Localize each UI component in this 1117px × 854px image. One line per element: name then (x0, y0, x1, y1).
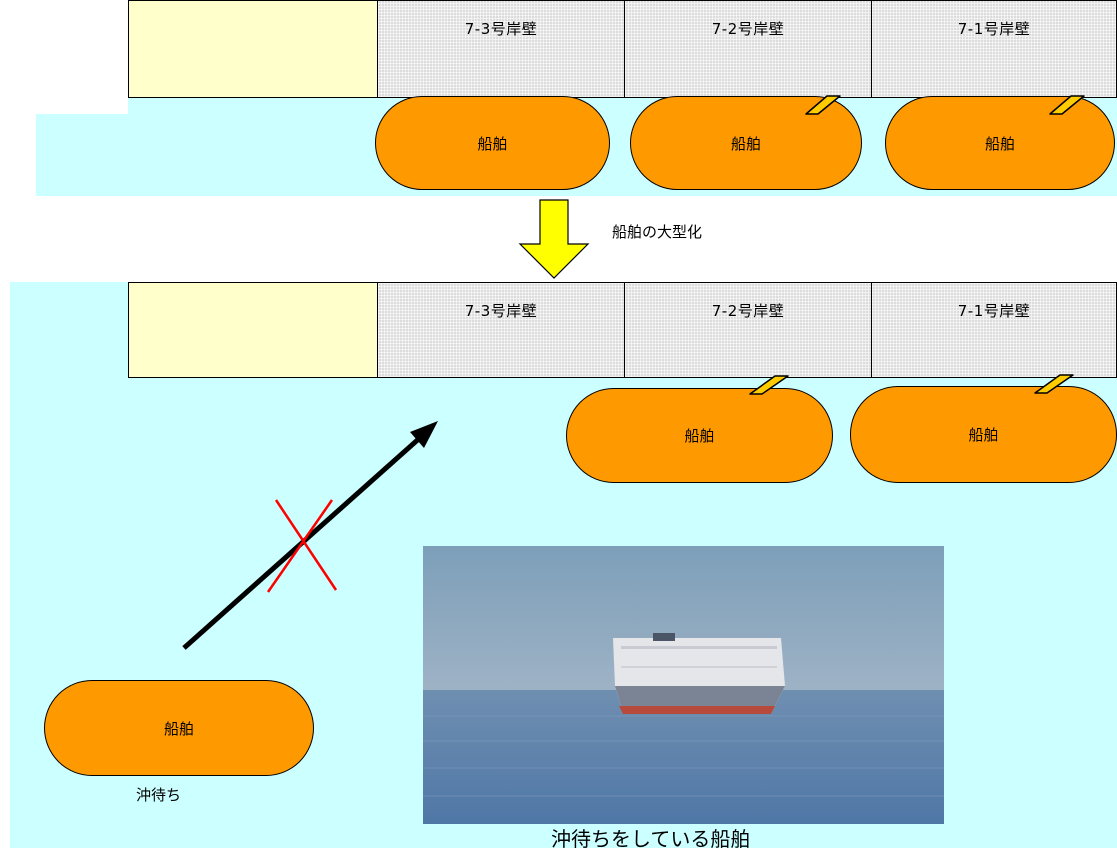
fender-top-3 (1049, 95, 1085, 115)
berth-label: 7-2号岸壁 (711, 20, 785, 38)
waiting-ship: 船舶 (44, 680, 314, 776)
ship-label: 船舶 (684, 427, 715, 445)
ship-label: 船舶 (730, 134, 761, 153)
ship-bottom-2: 船舶 (850, 386, 1117, 483)
berth-7-2-bottom: 7-2号岸壁 (624, 282, 872, 378)
ship-top-3: 船舶 (885, 96, 1115, 190)
ship-label: 船舶 (477, 134, 508, 153)
berth-7-3-top: 7-3号岸壁 (377, 0, 625, 98)
fender-bottom-1 (749, 375, 789, 395)
transition-label: 船舶の大型化 (612, 223, 703, 241)
berth-label: 7-2号岸壁 (711, 302, 785, 320)
ship-label: 船舶 (984, 134, 1015, 153)
approach-arrow-head-icon (410, 421, 438, 448)
yard-bottom (128, 282, 378, 378)
fender-top-2 (805, 95, 841, 115)
berth-label: 7-3号岸壁 (464, 20, 538, 38)
ship-top-1: 船舶 (375, 96, 610, 190)
berth-7-3-bottom: 7-3号岸壁 (377, 282, 625, 378)
waiting-ship-photo (423, 546, 944, 824)
berth-7-1-bottom: 7-1号岸壁 (871, 282, 1117, 378)
berth-label: 7-1号岸壁 (957, 302, 1031, 320)
photo-image (423, 546, 944, 824)
berth-label: 7-1号岸壁 (957, 20, 1031, 38)
land-notch (36, 0, 128, 114)
ship-bottom-1: 船舶 (566, 388, 833, 483)
berth-7-2-top: 7-2号岸壁 (624, 0, 872, 98)
ship-label: 船舶 (163, 719, 194, 738)
blocked-mark-icon (266, 499, 338, 593)
fender-bottom-2 (1034, 374, 1074, 394)
down-arrow-icon (518, 199, 590, 279)
berth-label: 7-3号岸壁 (464, 302, 538, 320)
ship-top-2: 船舶 (630, 96, 862, 190)
waiting-label: 沖待ち (136, 786, 182, 804)
photo-caption: 沖待ちをしている船舶 (551, 827, 751, 851)
ship-label: 船舶 (968, 426, 999, 444)
